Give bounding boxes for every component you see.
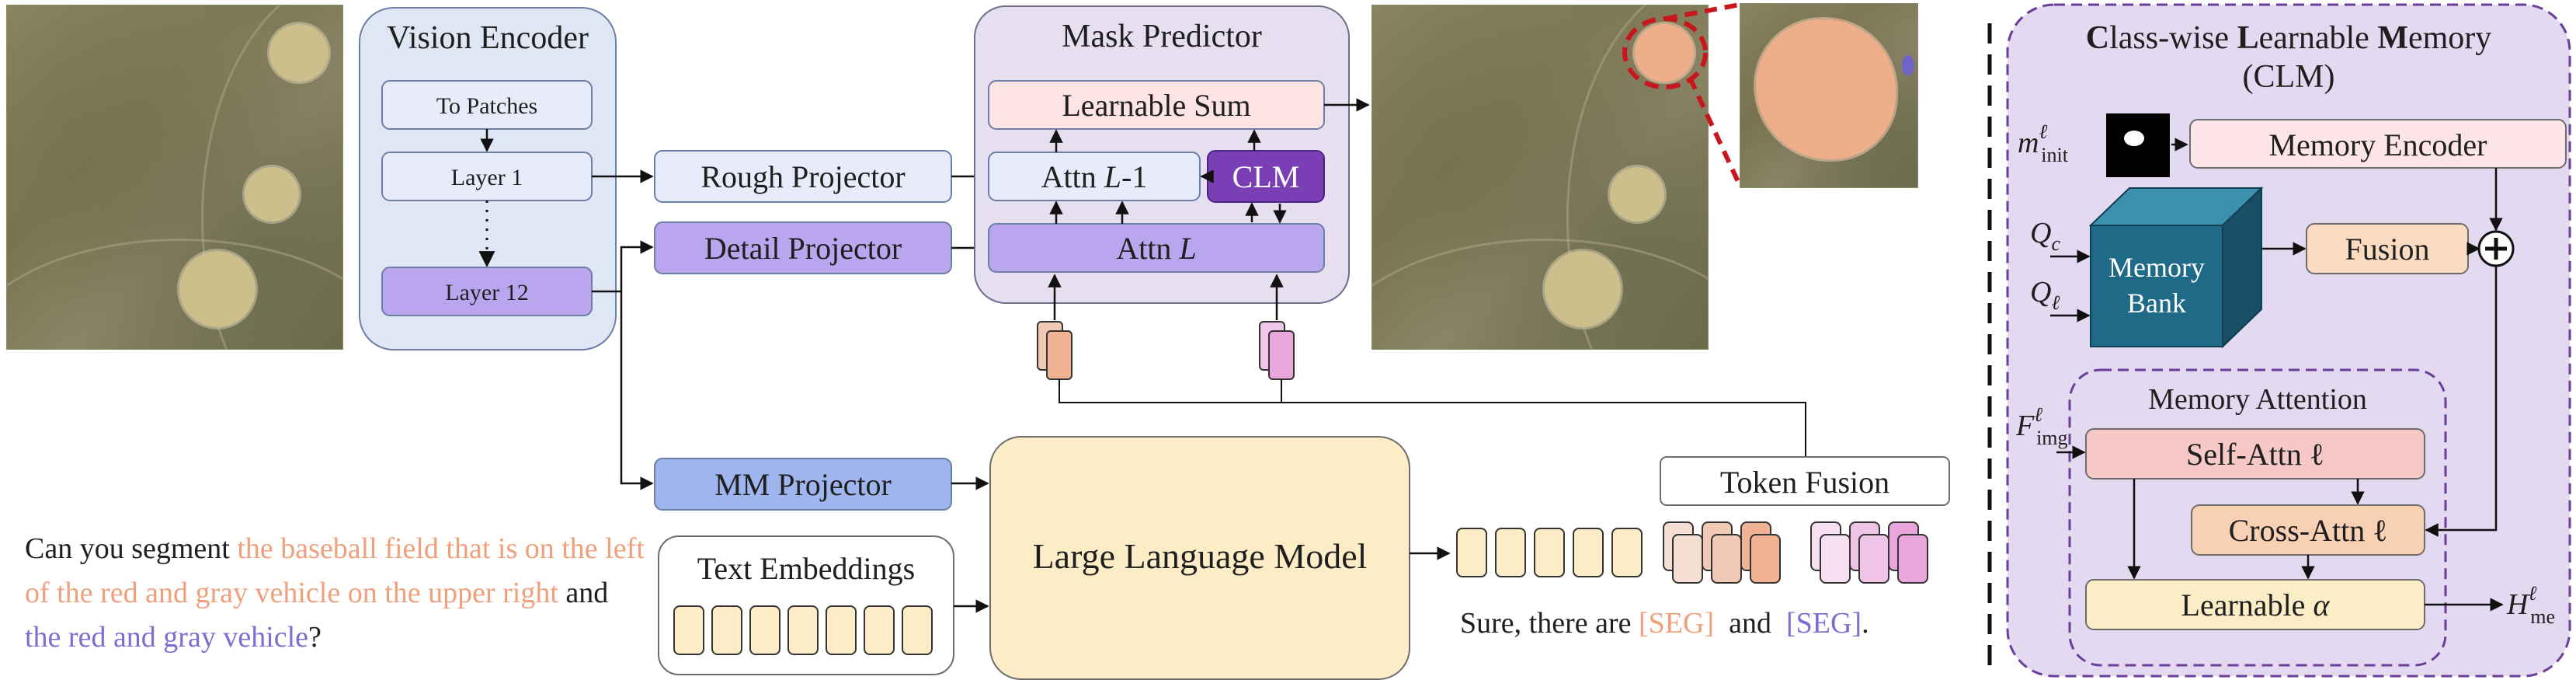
- llm-output-token: [1573, 528, 1604, 577]
- fusion-orange-token-front: [1750, 534, 1781, 584]
- llm-output-token: [1495, 528, 1526, 577]
- referring-expression-1: the baseball field that is on the left o…: [25, 532, 645, 609]
- text-embedding-token: [826, 605, 857, 655]
- text-embeddings: Text Embeddings: [658, 535, 954, 675]
- learnable-sum-label: Learnable Sum: [1062, 88, 1250, 123]
- input-satellite-image: [6, 5, 343, 350]
- to-patches-label: To Patches: [436, 93, 537, 119]
- attn-l-box: [988, 223, 1325, 273]
- mask-predictor: Mask Predictor Learnable Sum Attn L-1 CL…: [974, 5, 1350, 304]
- vision-encoder-title: Vision Encoder: [387, 20, 589, 56]
- layer-12-label: Layer 12: [445, 280, 528, 305]
- q-c-symbol: Qc: [2030, 217, 2060, 255]
- llm-output-tokens: [1456, 528, 1643, 577]
- add-icon: [2477, 230, 2515, 267]
- fusion-pink-token-front: [1858, 534, 1889, 584]
- svg-text:Memory: Memory: [2108, 252, 2205, 283]
- self-attn-box: [2085, 428, 2425, 479]
- memory-encoder-box: [2189, 119, 2567, 169]
- learnable-alpha-label: Learnable α: [2181, 588, 2331, 622]
- fusion-pink-token-front: [1897, 534, 1928, 584]
- layer-1-label: Layer 1: [451, 165, 523, 190]
- mask-predictor-title: Mask Predictor: [1062, 19, 1262, 54]
- fusion-pink-token-group: [1810, 521, 1928, 584]
- llm-output-token: [1611, 528, 1643, 577]
- memory-bank-cube: Memory Bank: [2088, 186, 2264, 349]
- detail-projector: Detail Projector: [654, 221, 952, 274]
- svg-text:Rough Projector: Rough Projector: [700, 159, 905, 194]
- text-embedding-token: [864, 605, 895, 655]
- svg-text:Large Language Model: Large Language Model: [1033, 536, 1368, 576]
- fusion-orange-token-front: [1672, 534, 1703, 584]
- vehicle-mask: [1902, 55, 1914, 75]
- attn-l-minus-1-box: [988, 152, 1201, 201]
- cross-attn-label: Cross-Attn ℓ: [2229, 513, 2388, 548]
- attn-l-label: Attn L: [1116, 231, 1196, 266]
- seg-token-pink-stack: [1259, 321, 1295, 380]
- zoom-highlight-circle: [1622, 16, 1708, 89]
- text-embedding-token: [711, 605, 742, 655]
- text-embedding-token: [749, 605, 780, 655]
- model-answer: Sure, there are [SEG] and [SEG].: [1460, 607, 1869, 640]
- clm-panel-title: Class-wise Learnable Memory: [2086, 20, 2492, 56]
- llm-output-token: [1456, 528, 1487, 577]
- text-embedding-token: [787, 605, 819, 655]
- mm-projector: MM Projector: [654, 458, 952, 511]
- seg-token-1: [SEG]: [1639, 607, 1715, 640]
- vision-encoder: Vision Encoder To Patches Layer 1 Layer …: [359, 7, 617, 350]
- clm-label: CLM: [1232, 159, 1300, 194]
- zoomed-output-crop: [1740, 3, 1918, 188]
- fusion-label: Fusion: [2345, 232, 2430, 267]
- rough-projector: Rough Projector: [654, 150, 952, 203]
- svg-text:MM Projector: MM Projector: [714, 467, 892, 502]
- seg-token-orange-stack: [1037, 321, 1072, 380]
- text-embedding-token: [673, 605, 704, 655]
- token-fusion: Token Fusion: [1660, 456, 1950, 506]
- memory-encoder-label: Memory Encoder: [2268, 127, 2487, 162]
- user-question: Can you segment the baseball field that …: [25, 532, 645, 654]
- output-satellite-image: [1371, 5, 1709, 350]
- svg-text:Bank: Bank: [2127, 288, 2186, 319]
- attn-l-minus-1-label: Attn L-1: [1041, 159, 1148, 194]
- llm-output-token: [1534, 528, 1565, 577]
- large-language-model: Large Language Model: [989, 436, 1410, 680]
- referring-expression-2: the red and gray vehicle: [25, 621, 309, 654]
- text-embedding-tokens: [673, 605, 933, 655]
- self-attn-label: Self-Attn ℓ: [2186, 437, 2324, 472]
- seg-token-2: [SEG]: [1785, 607, 1862, 640]
- svg-text:Detail Projector: Detail Projector: [704, 231, 902, 266]
- clm-panel-subtitle: (CLM): [2243, 59, 2335, 95]
- memory-attention-title: Memory Attention: [2148, 383, 2367, 416]
- q-l-symbol: Qℓ: [2030, 276, 2060, 314]
- text-embeddings-label: Text Embeddings: [697, 551, 916, 586]
- fusion-orange-token-front: [1711, 534, 1742, 584]
- text-embedding-token: [902, 605, 933, 655]
- token-fusion-label: Token Fusion: [1720, 465, 1889, 500]
- fusion-pink-token-front: [1820, 534, 1851, 584]
- fusion-orange-token-group: [1663, 521, 1781, 584]
